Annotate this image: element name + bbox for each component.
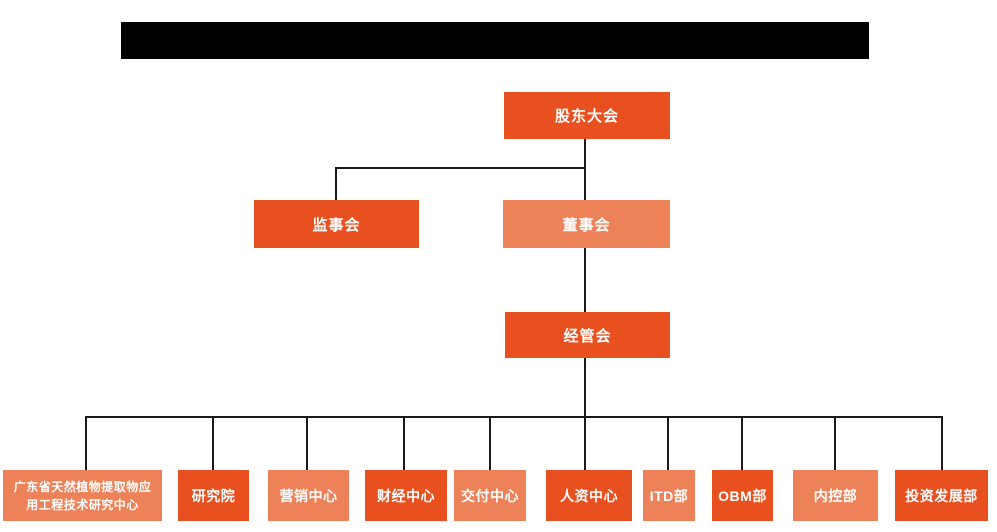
connector-line	[667, 416, 669, 471]
org-node-finance-center: 财经中心	[365, 470, 447, 521]
org-node-marketing-center: 营销中心	[268, 470, 349, 521]
connector-line	[584, 138, 586, 201]
org-node-delivery-center: 交付中心	[454, 470, 526, 521]
org-node-internal-control-department: 内控部	[793, 470, 878, 521]
connector-line	[212, 416, 214, 471]
org-node-supervisory-board: 监事会	[254, 200, 419, 248]
redacted-title-bar	[121, 22, 869, 59]
connector-line	[85, 416, 87, 471]
connector-line	[834, 416, 836, 471]
org-node-shareholders-meeting: 股东大会	[504, 92, 670, 139]
connector-line	[335, 167, 337, 201]
connector-line	[584, 248, 586, 313]
org-node-board-of-directors: 董事会	[503, 200, 670, 248]
connector-line	[85, 416, 943, 418]
org-node-itd-department: ITD部	[643, 470, 695, 521]
org-node-investment-development-department: 投资发展部	[895, 470, 988, 521]
org-node-management-committee: 经管会	[505, 312, 670, 358]
org-node-hr-center: 人资中心	[546, 470, 632, 521]
connector-line	[584, 358, 586, 418]
org-node-research-institute: 研究院	[178, 470, 249, 521]
connector-line	[489, 416, 491, 471]
connector-line	[403, 416, 405, 471]
connector-line	[584, 416, 586, 471]
org-node-obm-department: OBM部	[712, 470, 773, 521]
connector-line	[941, 416, 943, 471]
connector-line	[306, 416, 308, 471]
connector-line	[741, 416, 743, 471]
connector-line	[335, 167, 586, 169]
org-node-research-center-guangdong: 广东省天然植物提取物应用工程技术研究中心	[3, 470, 162, 521]
